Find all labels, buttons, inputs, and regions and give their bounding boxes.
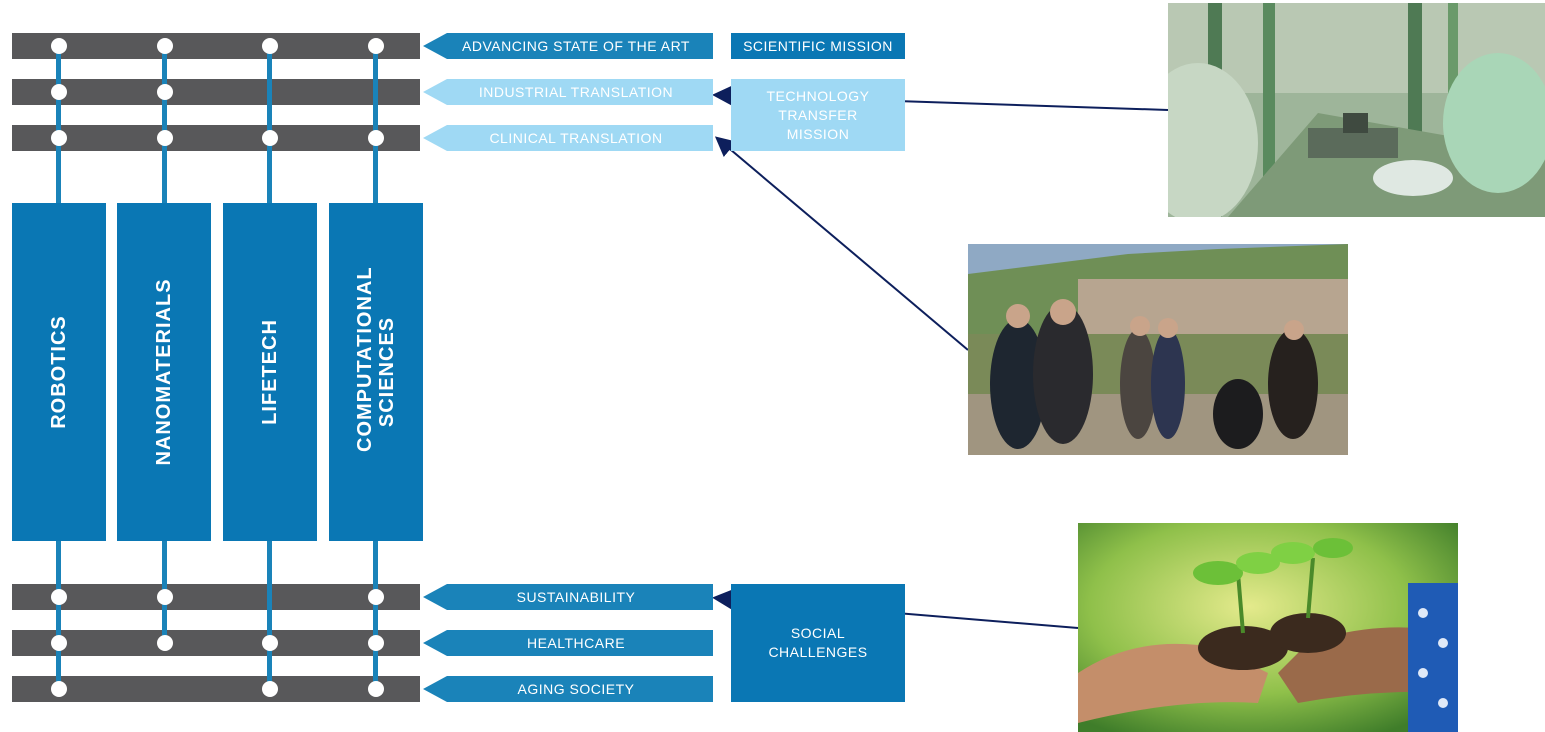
bar-industrial-translation — [12, 79, 420, 105]
node-dot — [368, 130, 384, 146]
connector-elderly-to-clinical — [714, 136, 969, 351]
node-dot — [368, 635, 384, 651]
node-dot — [157, 84, 173, 100]
node-dot — [51, 130, 67, 146]
arrow-sustainability: SUSTAINABILITY — [423, 584, 713, 610]
node-dot — [368, 589, 384, 605]
arrow-label: CLINICAL TRANSLATION — [489, 130, 663, 146]
arrow-label: HEALTHCARE — [526, 635, 626, 651]
vline-robotics-bottom — [56, 540, 61, 690]
node-dot — [51, 84, 67, 100]
column-lifetech: LIFETECH — [223, 203, 317, 541]
node-dot — [368, 38, 384, 54]
node-dot — [157, 635, 173, 651]
node-dot — [51, 635, 67, 651]
elderly-people-photo — [968, 244, 1348, 455]
arrow-clinical-translation: CLINICAL TRANSLATION — [423, 125, 713, 151]
bar-clinical-translation — [12, 125, 420, 151]
factory-workers-photo — [1168, 3, 1545, 217]
node-dot — [157, 38, 173, 54]
column-computational-sciences: COMPUTATIONAL SCIENCES — [329, 203, 423, 541]
vline-nanomaterials-top — [162, 46, 167, 204]
mission-label: SOCIAL CHALLENGES — [768, 625, 868, 660]
vline-lifetech-bottom — [267, 540, 272, 690]
arrow-label: AGING SOCIETY — [517, 681, 635, 697]
vline-lifetech-top — [267, 46, 272, 204]
arrow-label: SUSTAINABILITY — [516, 589, 636, 605]
node-dot — [157, 589, 173, 605]
column-label-text: COMPUTATIONAL SCIENCES — [354, 266, 398, 452]
mission-label: SCIENTIFIC MISSION — [743, 37, 893, 54]
arrow-label: INDUSTRIAL TRANSLATION — [478, 84, 674, 100]
vline-computational-top — [373, 46, 378, 204]
node-dot — [157, 130, 173, 146]
node-dot — [262, 681, 278, 697]
technology-transfer-mission-box: TECHNOLOGY TRANSFER MISSION — [731, 79, 905, 151]
node-dot — [368, 681, 384, 697]
node-dot — [262, 635, 278, 651]
node-dot — [51, 589, 67, 605]
arrow-healthcare: HEALTHCARE — [423, 630, 713, 656]
column-label: COMPUTATIONAL SCIENCES — [354, 266, 398, 452]
vline-computational-bottom — [373, 540, 378, 690]
vline-robotics-top — [56, 46, 61, 204]
arrow-industrial-translation: INDUSTRIAL TRANSLATION — [423, 79, 713, 105]
scientific-mission-box: SCIENTIFIC MISSION — [731, 33, 905, 59]
node-dot — [51, 681, 67, 697]
bar-sustainability — [12, 584, 420, 610]
column-robotics: ROBOTICS — [12, 203, 106, 541]
bar-aging-society — [12, 676, 420, 702]
bar-healthcare — [12, 630, 420, 656]
node-dot — [51, 38, 67, 54]
column-nanomaterials: NANOMATERIALS — [117, 203, 211, 541]
arrow-aging-society: AGING SOCIETY — [423, 676, 713, 702]
arrow-label: ADVANCING STATE OF THE ART — [462, 38, 690, 54]
column-label: ROBOTICS — [48, 315, 70, 429]
column-label: NANOMATERIALS — [153, 278, 175, 466]
node-dot — [262, 38, 278, 54]
bar-advancing-state — [12, 33, 420, 59]
column-label: LIFETECH — [259, 319, 281, 425]
social-challenges-box: SOCIAL CHALLENGES — [731, 584, 905, 702]
node-dot — [262, 130, 278, 146]
hands-plant-photo — [1078, 523, 1458, 732]
mission-label: TECHNOLOGY TRANSFER MISSION — [766, 87, 870, 142]
arrow-advancing-state: ADVANCING STATE OF THE ART — [423, 33, 713, 59]
